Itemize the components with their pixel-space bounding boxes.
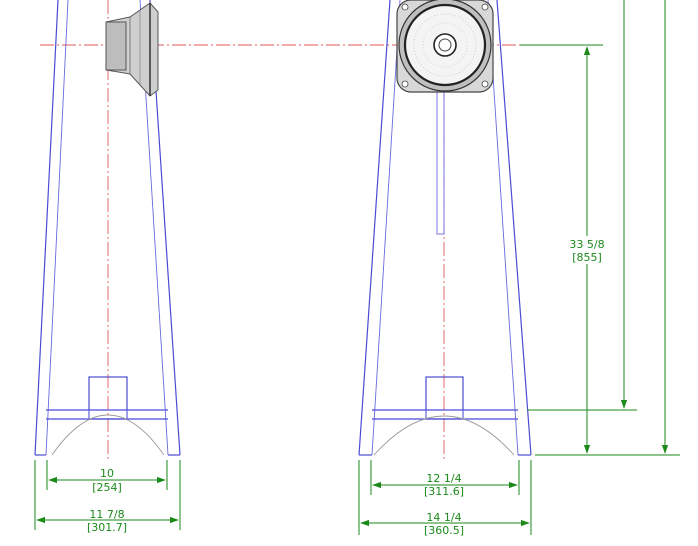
front-left-wall [358, 0, 401, 456]
front-port-tube [436, 91, 445, 235]
height-metric: [855] [572, 251, 602, 264]
front-outer-width-dimension: 14 1/4 [360.5] [358, 460, 532, 537]
height-imperial: 33 5/8 [569, 238, 604, 251]
side-inner-width-imperial: 10 [100, 467, 114, 480]
front-outer-width-imperial: 14 1/4 [426, 511, 461, 524]
side-view: 10 [254] 11 7/8 [301.7] [34, 0, 520, 534]
front-inner-width-imperial: 12 1/4 [426, 472, 461, 485]
front-outer-width-metric: [360.5] [424, 524, 464, 537]
front-speaker-driver [396, 0, 494, 93]
side-outer-width-dimension: 11 7/8 [301.7] [34, 460, 181, 534]
front-view: 12 1/4 [311.6] 14 1/4 [360.5] 33 5/8 [85… [358, 0, 680, 537]
front-inner-width-metric: [311.6] [424, 485, 464, 498]
extra-dimension-lines [527, 0, 669, 454]
front-right-wall [487, 0, 532, 456]
side-base-arc [51, 414, 165, 456]
side-left-wall [34, 0, 69, 456]
front-inner-width-dimension: 12 1/4 [311.6] [370, 460, 520, 498]
side-speaker-driver [105, 2, 159, 97]
side-base-block [35, 376, 180, 456]
front-base-arc [373, 415, 515, 456]
front-base-block [359, 376, 531, 456]
side-outer-width-metric: [301.7] [87, 521, 127, 534]
side-inner-width-metric: [254] [92, 481, 122, 494]
side-outer-width-imperial: 11 7/8 [89, 508, 124, 521]
height-dimension: 33 5/8 [855] [520, 44, 680, 456]
side-inner-width-dimension: 10 [254] [46, 460, 168, 494]
